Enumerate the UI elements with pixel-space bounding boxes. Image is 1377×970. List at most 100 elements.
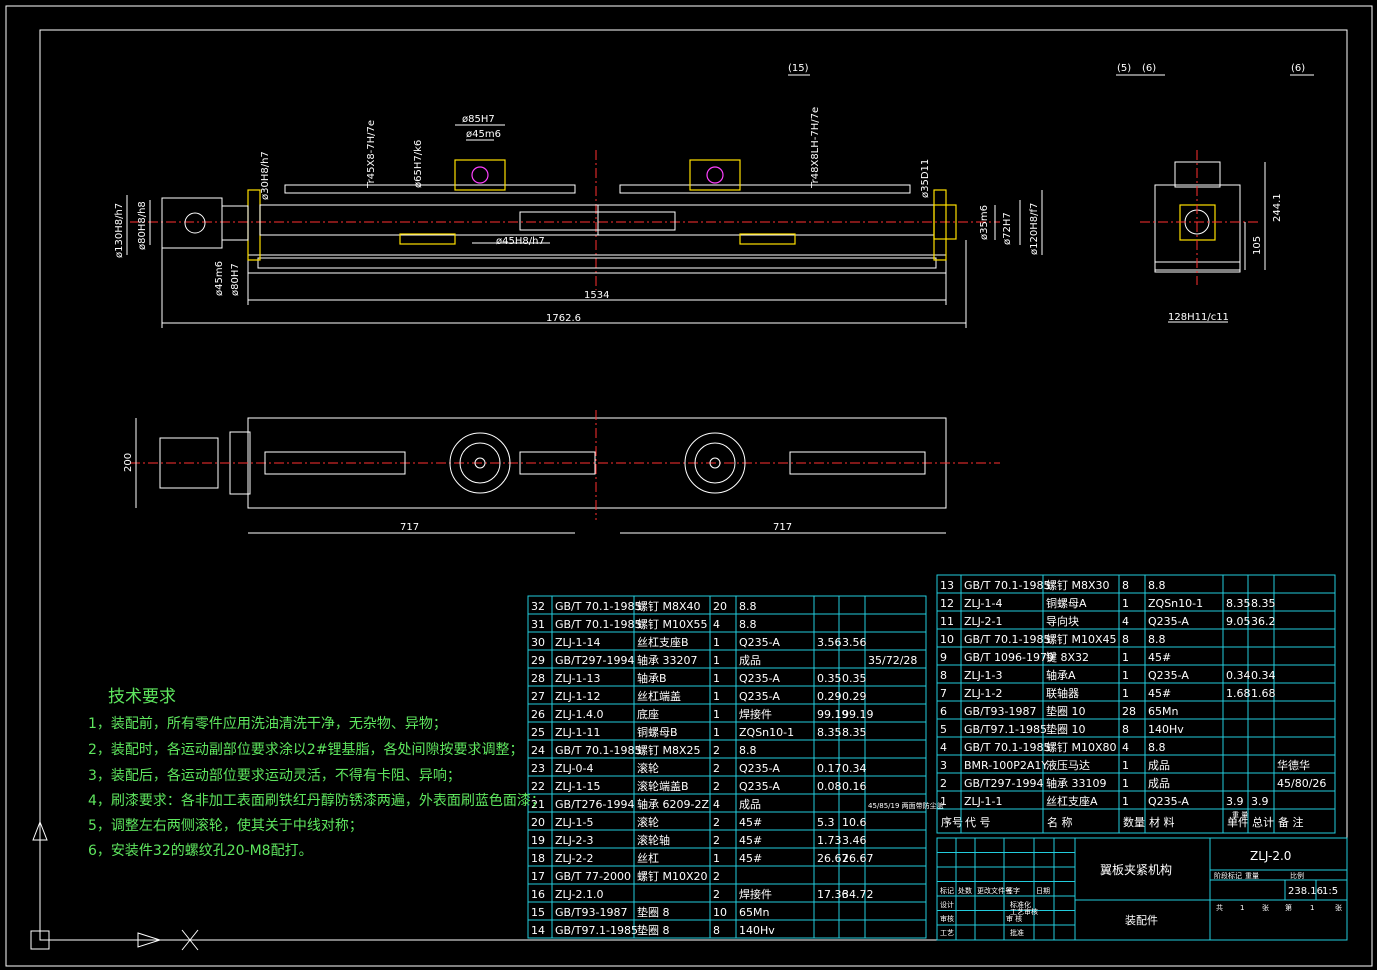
drawing-name: 翼板夹紧机构 — [1100, 862, 1172, 877]
bom-cell: 2 — [713, 834, 720, 847]
bom-cell: 0.34 — [1226, 669, 1251, 682]
bom-cell: 8 — [1122, 633, 1129, 646]
bom-cell: 25 — [531, 726, 545, 739]
bom-cell: 10 — [940, 633, 954, 646]
bom-cell: 45# — [739, 834, 762, 847]
front-left-rail — [284, 184, 576, 194]
bom-cell: 5 — [940, 723, 947, 736]
tb-label: 标记 — [940, 886, 954, 895]
bom-cell: 11 — [940, 615, 954, 628]
top-hydraulic-motor — [159, 437, 219, 489]
bom-cell: 1 — [1122, 759, 1129, 772]
dim-phi80h7: ø80H7 — [230, 263, 241, 296]
bom-cell: 4 — [1122, 615, 1129, 628]
bom-cell: ZLJ-2-2 — [555, 852, 593, 865]
bom-cell: GB/T93-1987 — [964, 705, 1036, 718]
bom-cell: 成品 — [739, 798, 761, 811]
bom-cell: 34.72 — [842, 888, 874, 901]
front-coupling — [221, 205, 249, 241]
bom-cell: 丝杠端盖 — [637, 689, 681, 703]
ucs-origin — [30, 930, 50, 950]
bom-cell: 17 — [531, 870, 545, 883]
front-motor-shaft — [184, 212, 206, 234]
bom-cell: 45/85/19 两面带防尘盖 — [868, 801, 944, 810]
bom-cell: ZLJ-1-1 — [964, 795, 1002, 808]
tech-item-5: 5，调整左右两侧滚轮，使其关于中线对称； — [88, 818, 363, 834]
bom-cell: 1.68 — [1251, 687, 1276, 700]
bom-cell: 17.36 — [817, 888, 849, 901]
bom-cell: Q235-A — [739, 636, 780, 649]
bom-cell: 14 — [531, 924, 545, 937]
bom-cell: 4 — [713, 618, 720, 631]
bom-cell: 65Mn — [1148, 705, 1178, 718]
bom-cell: 8 — [1122, 579, 1129, 592]
bom-cell: 8 — [940, 669, 947, 682]
front-right-end-cap — [933, 204, 957, 240]
bom-cell: 滚轮 — [637, 761, 659, 775]
bom-cell: 31 — [531, 618, 545, 631]
bom-cell: 2 — [713, 870, 720, 883]
bom-cell: 32 — [531, 600, 545, 613]
dim-phi85: ø85H7 — [462, 114, 495, 125]
bom-cell: 液压马达 — [1046, 758, 1090, 772]
bom-cell: 成品 — [1148, 759, 1170, 772]
bom-cell: 6 — [940, 705, 947, 718]
bom-cell: 螺钉 M8X25 — [637, 744, 701, 757]
front-right-bearing — [739, 233, 796, 245]
tb-label: 处数 — [958, 886, 972, 895]
bom-cell: 28 — [531, 672, 545, 685]
bom-cell: 4 — [713, 798, 720, 811]
side-dim-244-text: 244.1 — [1272, 193, 1283, 222]
bom-cell: ZLJ-2-3 — [555, 834, 593, 847]
dim-phi72: ø72H7 — [1002, 212, 1013, 245]
dim-phi45m6-left: ø45m6 — [214, 261, 225, 296]
dim-phi35d11: ø35D11 — [920, 159, 931, 198]
bom-cell: GB/T97.1-1985 — [555, 924, 638, 937]
bom-cell: 99.19 — [817, 708, 849, 721]
side-dim-width-text: 128H11/c11 — [1168, 312, 1229, 323]
side-view — [1116, 74, 1314, 323]
bom-cell: 8.8 — [739, 618, 757, 631]
bom-cell: 2 — [940, 777, 947, 790]
bom-cell: 螺钉 M10X45 — [1046, 633, 1117, 646]
bom-cell: 滚轮端盖B — [637, 779, 689, 793]
tech-requirements-title: 技术要求 — [108, 687, 176, 707]
front-hydraulic-motor — [161, 197, 223, 249]
bom-cell: 8 — [713, 924, 720, 937]
bom-cell: 底座 — [637, 707, 659, 721]
dim-phi30: ø30H8/h7 — [260, 151, 271, 200]
bom-cell: ZLJ-0-4 — [555, 762, 593, 775]
drawing-mass: 238.16 — [1288, 886, 1323, 897]
bom-cell: 8 — [1122, 723, 1129, 736]
dim-phi35m6: ø35m6 — [979, 205, 990, 240]
bom-cell: ZLJ-2-1 — [964, 615, 1002, 628]
top-left-roller-inner — [459, 442, 501, 484]
bom-cell: ZLJ-1-12 — [555, 690, 600, 703]
tb-sheet-info: 1 — [1310, 904, 1314, 912]
bom-cell: 45/80/26 — [1277, 777, 1326, 790]
bom-cell: 3.56 — [817, 636, 842, 649]
tb-sheet-info: 张 — [1335, 903, 1342, 912]
tb-sheet-info: 1 — [1240, 904, 1244, 912]
tb-label: 阶段标记 — [1214, 871, 1242, 880]
bom-cell: 18 — [531, 852, 545, 865]
bom-cell: 45# — [739, 816, 762, 829]
bom-cell: 2 — [713, 780, 720, 793]
bom-cell: 3.9 — [1251, 795, 1269, 808]
front-view — [126, 74, 1043, 328]
bom-cell: Q235-A — [739, 672, 780, 685]
bom-cell: 35/72/28 — [868, 654, 917, 667]
bom-cell: ZLJ-1-15 — [555, 780, 600, 793]
bom-cell: 8.8 — [739, 600, 757, 613]
bom-cell: 21 — [531, 798, 545, 811]
bom-cell: 2 — [713, 888, 720, 901]
top-left-roller-hub — [474, 457, 486, 469]
bom-cell: 滚轮 — [637, 815, 659, 829]
bom-cell: 36.2 — [1251, 615, 1276, 628]
bom-cell: 焊接件 — [739, 887, 772, 901]
dim-1762: 1762.6 — [546, 313, 581, 324]
top-right-roller-inner — [694, 442, 736, 484]
top-right-roller-hub — [709, 457, 721, 469]
top-right-screw — [789, 451, 926, 475]
